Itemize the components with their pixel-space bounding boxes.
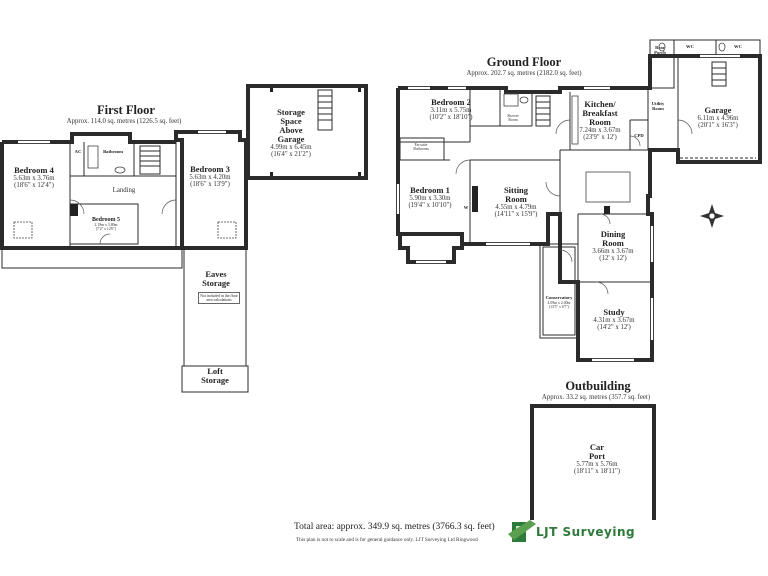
conservatory-imperial: (13'5" x 6'7") — [548, 304, 570, 309]
bedroom2-label: Bedroom 2 3.11m x 5.75m (10'2" x 18'10") — [429, 98, 472, 121]
bedroom2-name: Bedroom 2 — [431, 97, 471, 107]
bedroom3-name: Bedroom 3 — [190, 164, 230, 174]
cpd-label: CPD — [634, 133, 644, 138]
conservatory-label: Conservatory 4.09m x 2.00m (13'5" x 6'7"… — [545, 295, 573, 309]
study-dims: 4.31m x 3.67m — [593, 316, 635, 324]
garage-imperial: (20'1" x 16'3") — [698, 122, 738, 130]
kitchen-label: Kitchen/ Breakfast Room 7.24m x 3.67m (2… — [579, 100, 620, 141]
utility-line2: Room — [652, 105, 664, 111]
bedroom5-label: Bedroom 5 2.19m x 3.80m (7'2" x 12'6") — [92, 217, 120, 231]
loft-line1: Loft — [207, 366, 223, 376]
compass-icon — [700, 204, 724, 228]
bedroom2-dims: 3.11m x 5.75m — [430, 106, 472, 114]
storage-garage-line2: Space — [280, 115, 302, 126]
garage-name: Garage — [704, 105, 732, 115]
bathroom-label: Bathroom — [103, 149, 123, 154]
brand-name: LJT Surveying — [536, 525, 636, 539]
conservatory-dims: 4.09m x 2.00m — [547, 300, 571, 305]
kitchen-imperial: (23'9" x 12') — [583, 133, 617, 141]
wc1-label: WC — [686, 44, 694, 49]
shower-room-label: Shower Room — [507, 114, 519, 122]
first-floor-title: First Floor — [97, 103, 155, 117]
outbuilding-title: Outbuilding — [565, 379, 631, 393]
landing-label: Landing — [112, 187, 136, 194]
eaves-note: Not included in the floor area calculati… — [198, 292, 240, 305]
ac-label: AC — [74, 149, 82, 154]
dining-room-label: Dining Room 3.66m x 3.67m (12' x 12') — [592, 230, 633, 262]
bedroom3-dims: 5.63m x 4.20m — [189, 173, 231, 181]
ensuite-line2: Bathroom — [413, 146, 429, 151]
dining-line2: Room — [602, 237, 624, 248]
bedroom4-label: Bedroom 4 5.63m x 3.76m (18'6" x 12'4") — [13, 166, 54, 189]
sitting-line2: Room — [505, 193, 527, 204]
sitting-room-label: Sitting Room 4.55m x 4.79m (14'11" x 15'… — [495, 186, 538, 218]
sitting-imperial: (14'11" x 15'9") — [494, 210, 538, 218]
dining-imperial: (12' x 12') — [599, 254, 627, 262]
kitchen-line1: Kitchen/ — [584, 99, 616, 109]
eaves-storage-label: Eaves Storage — [202, 270, 230, 288]
loft-storage-label: Loft Storage — [201, 367, 229, 385]
bedroom2-imperial: (10'2" x 18'10") — [429, 114, 473, 122]
study-imperial: (14'2" x 12') — [597, 324, 631, 332]
garage-label: Garage 6.11m x 4.96m (20'1" x 16'3") — [698, 106, 739, 129]
conservatory-name: Conservatory — [545, 295, 573, 300]
bedroom4-name: Bedroom 4 — [14, 165, 54, 175]
outbuilding-plan — [530, 404, 656, 520]
first-floor-area: Approx. 114.0 sq. metres (1226.5 sq. fee… — [66, 118, 182, 125]
loft-line2: Storage — [201, 374, 229, 385]
study-label: Study 4.31m x 3.67m (14'2" x 12') — [593, 308, 634, 331]
carport-label: Car Port 5.77m x 5.76m (18'11" x 18'11") — [574, 443, 620, 475]
bedroom3-label: Bedroom 3 5.63m x 4.20m (18'6" x 13'9") — [189, 165, 230, 188]
study-name: Study — [603, 307, 625, 317]
ensuite-line1: En-suite — [414, 143, 428, 147]
carport-line1: Car — [589, 442, 605, 452]
kitchen-dims: 7.24m x 3.67m — [579, 126, 621, 134]
ljt-logo-icon — [508, 520, 536, 542]
eaves-line1: Eaves — [205, 269, 227, 279]
disclaimer: This plan is not to scale and is for gen… — [296, 537, 478, 543]
carport-line2: Port — [588, 450, 606, 461]
storage-garage-line4: Garage — [277, 133, 305, 144]
kitchen-line2: Breakfast — [582, 107, 618, 118]
ensuite-label: En-suite Bathroom — [413, 143, 428, 151]
dining-dims: 3.66m x 3.67m — [592, 247, 634, 255]
bedroom1-name: Bedroom 1 — [410, 185, 450, 195]
bedroom5-dims: 2.19m x 3.80m — [94, 223, 118, 228]
bedroom1-imperial: (19'4" x 10'10") — [408, 202, 452, 210]
bedroom1-label: Bedroom 1 5.90m x 3.30m (19'4" x 10'10") — [408, 186, 451, 209]
bedroom5-imperial: (7'2" x 12'6") — [95, 227, 117, 232]
storage-garage-imperial: (16'4" x 21'2") — [271, 150, 311, 158]
carport-imperial: (18'11" x 18'11") — [573, 467, 621, 475]
utility-room-label: Utility Room — [651, 101, 665, 112]
rear-porch-line2: Porch — [654, 49, 666, 55]
bedroom4-dims: 5.63m x 3.76m — [13, 174, 55, 182]
dining-line1: Dining — [600, 229, 626, 239]
storage-garage-label: Storage Space Above Garage 4.99m x 6.45m… — [270, 108, 311, 158]
ground-floor-area: Approx. 202.7 sq. metres (2182.0 sq. fee… — [466, 70, 582, 77]
sitting-w-label: W — [463, 205, 469, 210]
utility-line1: Utility — [651, 101, 665, 106]
kitchen-line3: Room — [589, 116, 611, 127]
bedroom3-imperial: (18'6" x 13'9") — [190, 181, 230, 189]
carport-dims: 5.77m x 5.76m — [576, 460, 618, 468]
sitting-line1: Sitting — [503, 185, 529, 195]
storage-garage-line1: Storage — [277, 107, 305, 117]
total-area: Total area: approx. 349.9 sq. metres (37… — [294, 522, 495, 532]
storage-garage-dims: 4.99m x 6.45m — [270, 143, 312, 151]
bedroom1-dims: 5.90m x 3.30m — [409, 194, 451, 202]
bedroom5-name: Bedroom 5 — [91, 217, 121, 223]
outbuilding-area: Approx. 33.2 sq. metres (357.7 sq. feet) — [541, 394, 651, 401]
rear-porch-label: Rear Porch — [654, 45, 666, 56]
ground-floor-title: Ground Floor — [486, 55, 562, 69]
rear-porch-line1: Rear — [655, 45, 665, 50]
garage-dims: 6.11m x 4.96m — [697, 114, 739, 122]
bedroom4-imperial: (18'6" x 12'4") — [14, 182, 54, 190]
first-floor-plan — [0, 84, 368, 393]
wc2-label: WC — [734, 44, 742, 49]
sitting-dims: 4.55m x 4.79m — [495, 203, 537, 211]
storage-garage-line3: Above — [279, 124, 303, 135]
ground-floor-plan — [396, 39, 762, 362]
eaves-line2: Storage — [202, 277, 230, 288]
